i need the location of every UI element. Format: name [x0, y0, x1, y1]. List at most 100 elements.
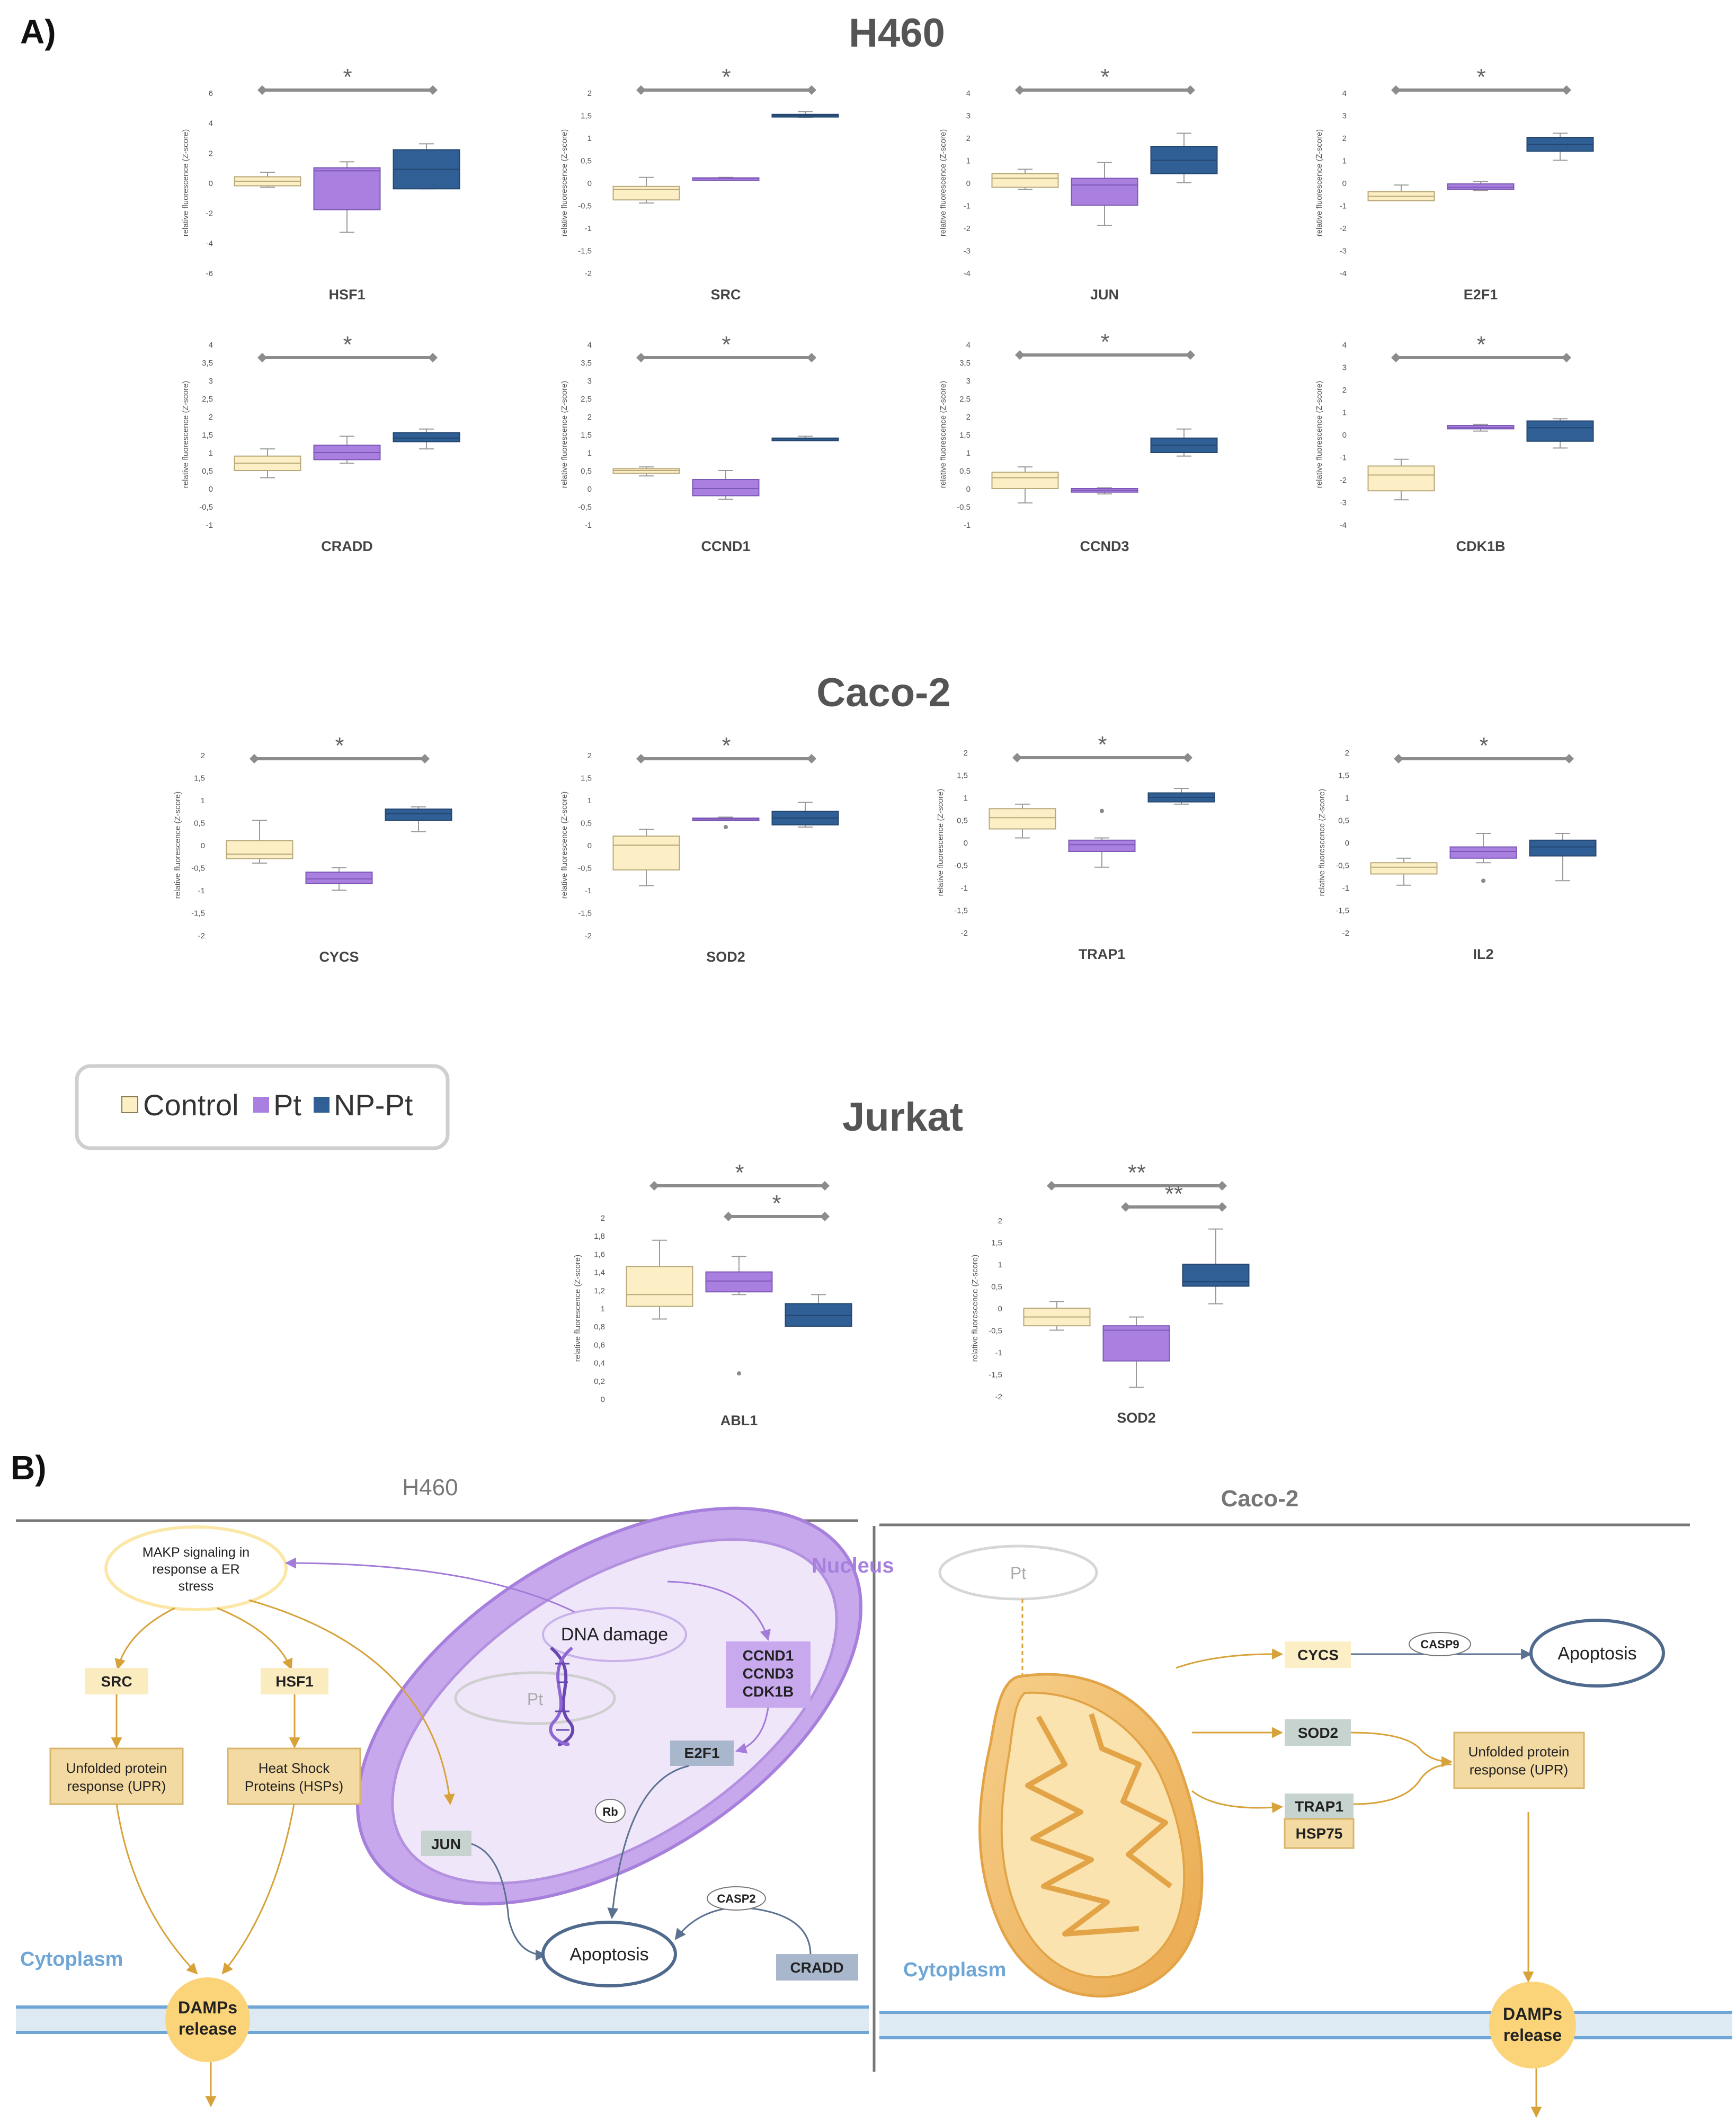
y-tick-label: 0 — [601, 1395, 605, 1404]
y-axis-label: relative fluorescence (Z-score) — [173, 792, 182, 899]
significance-label: ** — [1165, 1181, 1183, 1207]
gene-label: SRC — [710, 287, 741, 303]
significance-bar-end — [428, 353, 438, 362]
makp-line-2: response a ER — [152, 1562, 239, 1577]
arrow-dna-makp — [284, 1557, 578, 1614]
y-tick-label: 1 — [587, 796, 592, 805]
y-tick-label: -4 — [206, 239, 213, 248]
significance-bar-end — [428, 85, 438, 95]
section-title-caco2: Caco-2 — [816, 670, 950, 715]
y-tick-label: -6 — [206, 269, 213, 278]
pt-right-label: Pt — [1010, 1564, 1026, 1583]
y-tick-label: -4 — [1340, 269, 1347, 278]
y-tick-label: 2 — [1345, 749, 1349, 758]
y-tick-label: 1,5 — [991, 1239, 1002, 1248]
membrane-left — [16, 2007, 869, 2032]
significance-bar-end — [820, 1212, 830, 1221]
y-tick-label: 4 — [1342, 89, 1347, 98]
y-tick-label: 4 — [966, 89, 971, 98]
trap1-label: TRAP1 — [1295, 1798, 1343, 1815]
y-tick-label: 0,2 — [594, 1377, 605, 1386]
pt-nucleus-label: Pt — [527, 1690, 543, 1709]
significance-bar-end — [257, 85, 267, 95]
significance-label: * — [1100, 329, 1109, 355]
significance-bar-end — [1186, 85, 1195, 95]
legend: Control Pt NP-Pt — [75, 1064, 450, 1150]
arrow-cradd-apoptosis — [674, 1906, 812, 1956]
y-tick-label: -0,5 — [954, 862, 968, 871]
y-tick-label: -4 — [1340, 521, 1347, 530]
gene-label: CDK1B — [1456, 538, 1505, 554]
upr-right-line-2: response (UPR) — [1470, 1762, 1568, 1778]
upr-left-node — [49, 1747, 184, 1805]
y-tick-label: 2 — [966, 413, 971, 422]
y-tick-label: -0,5 — [199, 503, 213, 512]
y-tick-label: 0 — [587, 841, 592, 850]
box-control — [612, 185, 680, 201]
significance-label: * — [1479, 733, 1488, 759]
gene-label: CCND3 — [1080, 538, 1129, 554]
y-tick-label: -1 — [961, 884, 968, 893]
y-tick-label: -2 — [1342, 929, 1349, 938]
y-tick-label: -1 — [585, 886, 592, 895]
y-tick-label: 2,5 — [959, 395, 971, 404]
box-pt — [705, 1271, 773, 1293]
significance-label: * — [343, 64, 352, 90]
cycs-label: CYCS — [1297, 1647, 1339, 1663]
significance-label: ** — [1128, 1160, 1146, 1186]
y-tick-label: 2 — [966, 134, 971, 143]
y-tick-label: 0,5 — [957, 816, 968, 825]
y-tick-label: 1,6 — [594, 1250, 605, 1259]
y-tick-label: 3,5 — [959, 359, 971, 368]
y-tick-label: 1 — [998, 1260, 1002, 1269]
significance-bar-end — [807, 85, 816, 95]
y-tick-label: 1 — [964, 794, 968, 803]
y-tick-label: 1,2 — [594, 1286, 605, 1295]
arrow-jun-apoptosis — [471, 1843, 547, 1961]
y-tick-label: -3 — [1340, 499, 1347, 508]
y-tick-label: -1,5 — [989, 1371, 1002, 1380]
y-tick-label: -1,5 — [578, 247, 592, 256]
y-tick-label: -1 — [964, 202, 971, 211]
y-tick-label: -1 — [198, 886, 205, 895]
y-axis-label: relative fluorescence (Z-score) — [573, 1255, 582, 1362]
y-tick-label: -1 — [585, 224, 592, 233]
y-tick-label: -1 — [206, 521, 213, 530]
y-tick-label: 2 — [1342, 134, 1347, 143]
y-tick-label: 0 — [966, 179, 971, 188]
rb-node — [595, 1799, 626, 1823]
y-axis-label: relative fluorescence (Z-score) — [936, 789, 945, 896]
significance-label: * — [735, 1160, 744, 1186]
y-tick-label: 4 — [1342, 341, 1347, 350]
ccnd-node — [726, 1641, 811, 1708]
ccnd-line-2: CCND3 — [743, 1665, 794, 1682]
box-np-pt — [393, 432, 460, 442]
significance-label: * — [343, 332, 352, 358]
y-tick-label: 3,5 — [202, 359, 213, 368]
arrow-makp-hsf1 — [217, 1607, 293, 1670]
arrow-trap1-upr — [1353, 1763, 1452, 1805]
y-tick-label: 2 — [1342, 386, 1347, 395]
y-tick-label: 1 — [966, 157, 971, 166]
y-tick-label: 0 — [201, 841, 205, 850]
y-axis-label: relative fluorescence (Z-score) — [1317, 789, 1327, 896]
arrow-dna-ccnd — [667, 1581, 771, 1641]
box-control — [1370, 862, 1438, 875]
casp2-label: CASP2 — [717, 1892, 755, 1905]
apoptosis-left-label: Apoptosis — [569, 1945, 648, 1965]
y-tick-label: 6 — [209, 89, 213, 98]
y-tick-label: 2 — [587, 89, 592, 98]
y-tick-label: 1,8 — [594, 1232, 605, 1241]
gene-label: CRADD — [321, 538, 373, 554]
significance-bar-end — [1391, 353, 1401, 362]
y-tick-label: 1 — [966, 449, 971, 458]
damps-left-line-1: DAMPs — [178, 1998, 237, 2017]
y-tick-label: -1,5 — [1336, 907, 1349, 916]
significance-label: * — [722, 733, 731, 759]
box-np-pt — [1526, 420, 1594, 442]
y-axis-label: relative fluorescence (Z-score) — [939, 129, 948, 237]
